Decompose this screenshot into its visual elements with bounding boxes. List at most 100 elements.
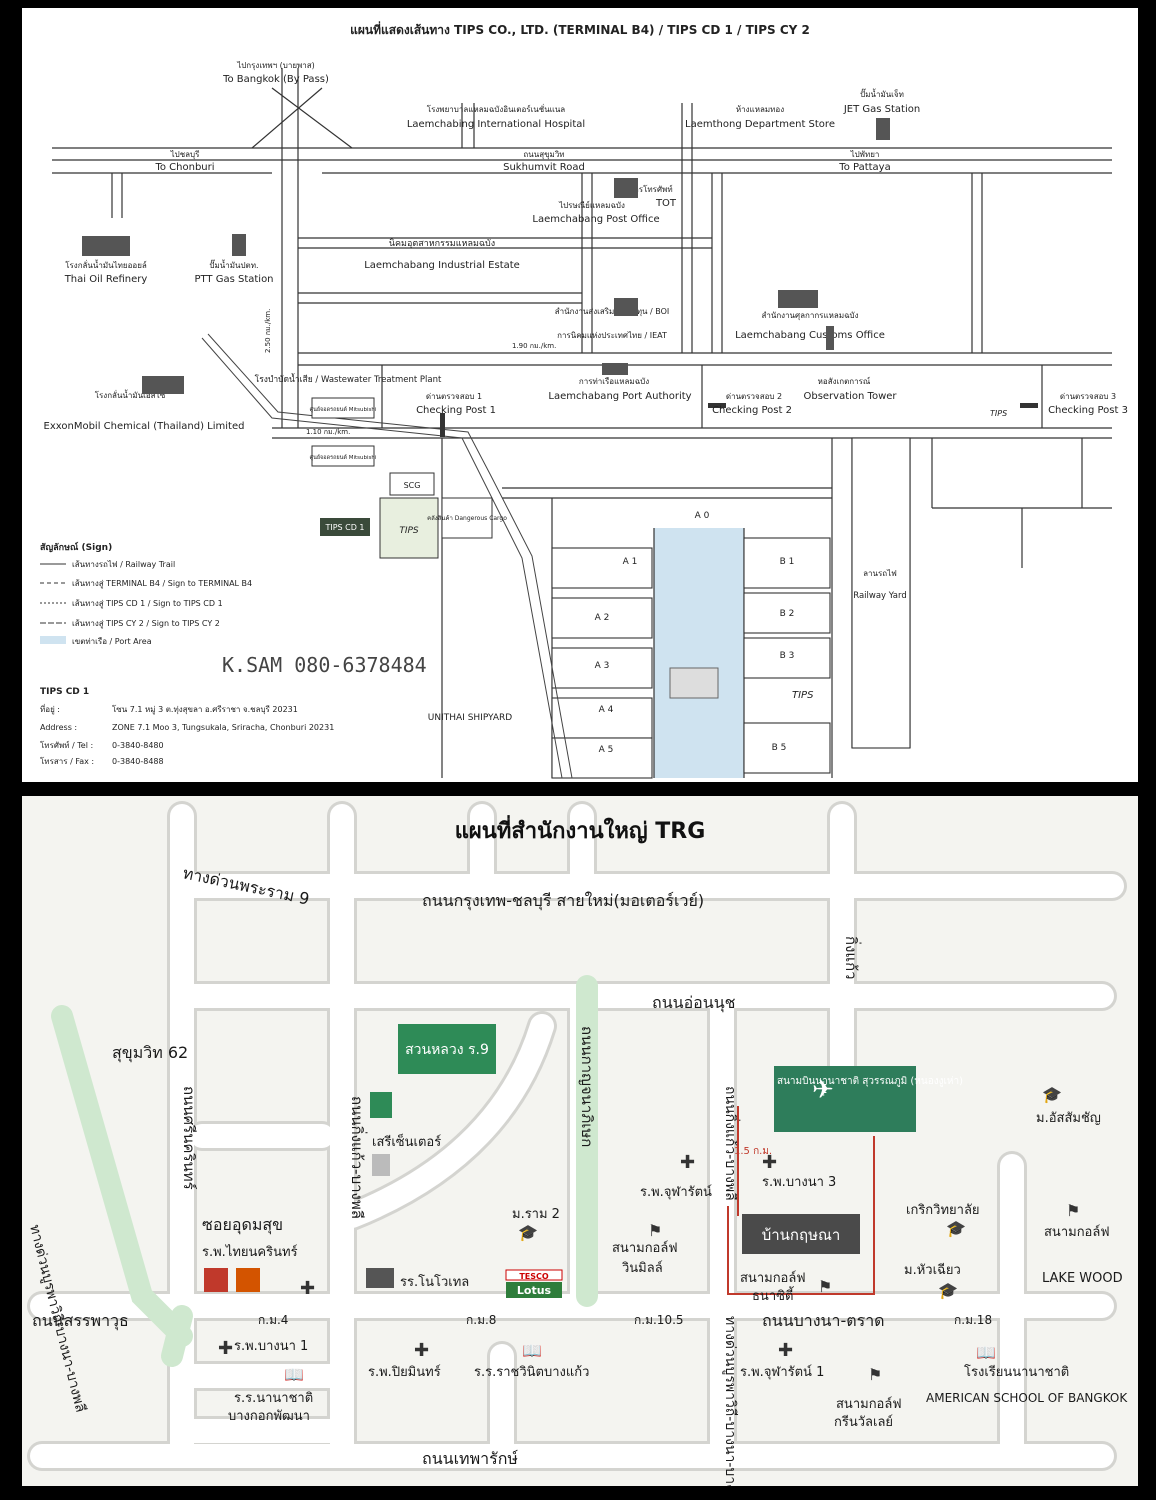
tips-cd1-marker: [320, 518, 370, 536]
shopping-bag-icon: [372, 1154, 390, 1176]
label-cp3-th: ด่านตรวจสอบ 3: [1060, 392, 1116, 401]
port-area: [654, 528, 744, 778]
label-tot-th: องค์การโทรศัพท์: [615, 184, 672, 194]
lotus-label: Lotus: [517, 1284, 552, 1297]
label-wastewater: โรงบำบัดน้ำเสีย / Wastewater Treatment P…: [255, 373, 442, 385]
route-red-line: [727, 1136, 875, 1295]
km-18: ก.ม.18: [954, 1313, 992, 1327]
tips-b4-logo: TIPS: [792, 690, 814, 701]
label-pattaya: To Pattaya: [838, 162, 890, 173]
label-authority: Laemchabang Port Authority: [548, 391, 691, 402]
label-dept: Laemthong Department Store: [685, 119, 835, 130]
label-hospital-th: โรงพยาบาลแหลมฉบังอินเตอร์เนชั่นแนล: [427, 103, 565, 114]
label-sukhumvit-th: ถนนสุขุมวิท: [523, 150, 564, 159]
misc-icons: ⚑ ⚑ ⚑ ⚑ 🎓 🎓 🎓 🎓 📖 📖 📖: [284, 1085, 1080, 1384]
label-intl-school-th: โรงเรียนนานาชาติ: [964, 1364, 1069, 1380]
berth-a4: A 4: [599, 705, 614, 715]
tower-icon: [826, 326, 834, 350]
trg-office-map: แผนที่สำนักงานใหญ่ TRG ทางด่วนพระราม 9 ถ…: [22, 796, 1138, 1486]
label-exxon: ExxonMobil Chemical (Thailand) Limited: [44, 421, 245, 432]
label-golf-vinmin-a: สนามกอล์ฟ: [612, 1240, 678, 1256]
label-post: Laemchabang Post Office: [532, 214, 659, 225]
berth-a5: A 5: [599, 745, 614, 755]
book-icon-rachawinit: 📖: [522, 1341, 542, 1360]
golf-flag-icon-lakewood: ⚑: [1066, 1201, 1080, 1220]
contact-addr-th: โซน 7.1 หมู่ 3 ต.ทุ่งสุขลา อ.ศรีราชา จ.ช…: [112, 704, 298, 715]
berth-b2: B 2: [780, 609, 795, 619]
tips-b4-box: [669, 667, 719, 699]
label-railway-yard-th: ลานรถไฟ: [863, 569, 897, 578]
km-4: ก.ม.4: [258, 1313, 288, 1327]
exxon-refinery-icon: [142, 376, 184, 394]
label-authority-th: การท่าเรือแหลมฉบัง: [579, 377, 649, 386]
contact-title: TIPS CD 1: [40, 687, 89, 697]
label-lakewood: LAKE WOOD: [1042, 1271, 1123, 1286]
label-kerk: เกริกวิทยาลัย: [906, 1203, 980, 1218]
map2-title: แผนที่สำนักงานใหญ่ TRG: [455, 814, 706, 844]
label-tower-th: หอสังเกตการณ์: [818, 376, 871, 386]
label-golf-vinmin-b: วินมิลล์: [621, 1260, 662, 1276]
contact-block: TIPS CD 1 ที่อยู่ : โซน 7.1 หมู่ 3 ต.ทุ่…: [40, 687, 334, 766]
ship-icon: [602, 363, 628, 375]
label-chularat: ร.พ.จุฬารัตน์: [640, 1184, 712, 1200]
contact-fax-label: โทรสาร / Fax :: [40, 756, 94, 766]
label-assumption: ม.อัสสัมชัญ: [1036, 1111, 1101, 1126]
label-bkk-patana-b: บางกอกพัฒนา: [228, 1409, 310, 1424]
berths: [551, 437, 911, 779]
thainakarin-logo-2: [236, 1268, 260, 1292]
hospital-icon-chularat: ✚: [680, 1152, 695, 1173]
label-seacon: เสรีเซ็นเตอร์: [372, 1132, 441, 1150]
legend-rail: เส้นทางรถไฟ / Railway Trail: [72, 560, 175, 569]
distance-2: 1.90 กม./km.: [512, 342, 556, 350]
scg-label: SCG: [404, 481, 421, 490]
label-pattaya-th: ไปพัทยา: [850, 150, 880, 159]
hospital-icon-bangna3: ✚: [762, 1152, 777, 1173]
label-dept-th: ห้างแหลมทอง: [736, 105, 784, 114]
hospital-icon-piyamin: ✚: [414, 1340, 429, 1361]
contact-tel-label: โทรศัพท์ / Tel :: [40, 740, 93, 750]
green-roads: [51, 975, 598, 1367]
km-10-5: ก.ม.10.5: [634, 1313, 684, 1327]
mitsu2-label: ศูนย์จอดรถยนต์ Mitsubishi: [310, 454, 377, 461]
label-tot: TOT: [655, 198, 677, 209]
label-post-th: ไปรษณีย์แหลมฉบัง: [558, 200, 625, 210]
road-sanphawut: ถนนสรรพาวุธ: [32, 1311, 129, 1331]
label-thaioil: Thai Oil Refinery: [64, 274, 148, 285]
airport-label: สนามบินนานาชาติ สุวรรณภูมิ (หนองงูเห่า): [777, 1076, 963, 1087]
label-ram2: ม.ราม 2: [512, 1207, 560, 1222]
label-thaioil-th: โรงกลั่นน้ำมันไทยออยล์: [65, 259, 147, 270]
airport-sign: [774, 1066, 916, 1132]
legend: สัญลักษณ์ (Sign) เส้นทางรถไฟ / Railway T…: [40, 541, 252, 646]
label-rachawinit: ร.ร.ราชวินิตบางแก้ว: [474, 1365, 589, 1380]
label-thainakarin: ร.พ.ไทยนครินทร์: [202, 1244, 298, 1260]
label-boi: สำนักงานส่งเสริมการลงทุน / BOI: [555, 307, 670, 316]
checkpost-bar-1: [440, 413, 445, 437]
label-golf-thani-b: ธนาซิตี้: [752, 1286, 795, 1304]
label-bangkok-th: ไปกรุงเทพฯ (บายพาส): [236, 61, 315, 70]
road-sukhumvit62: สุขุมวิท 62: [112, 1043, 188, 1063]
contact-addr-th-label: ที่อยู่ :: [40, 703, 60, 715]
suanluang-sign: [398, 1024, 496, 1074]
legend-port: เขตท่าเรือ / Port Area: [72, 637, 152, 646]
legend-cd1: เส้นทางสู่ TIPS CD 1 / Sign to TIPS CD 1: [72, 599, 223, 609]
distance-1: 2.50 กม./km.: [264, 309, 272, 353]
label-jet-th: ปั๊มน้ำมันเจ็ท: [860, 88, 904, 99]
label-chonburi: To Chonburi: [154, 162, 214, 173]
label-sukhumvit: Sukhumvit Road: [503, 162, 585, 173]
label-bkk-patana-a: ร.ร.นานาชาติ: [234, 1391, 313, 1406]
road-kingkaew-bangphli: ถนนกิ่งแก้ว-บางพลี: [722, 1086, 740, 1201]
trg-map-svg: แผนที่สำนักงานใหญ่ TRG ทางด่วนพระราม 9 ถ…: [26, 801, 1128, 1486]
golf-flag-icon-thani: ⚑: [818, 1277, 832, 1296]
label-tower: Observation Tower: [803, 391, 897, 402]
gas-station-icon: [232, 234, 246, 256]
berth-b3: B 3: [780, 651, 795, 661]
novotel-logo: [366, 1268, 394, 1288]
tesco-label: TESCO: [519, 1272, 549, 1281]
dangerous-cargo-label: คลังสินค้า Dangerous Cargo: [427, 515, 507, 522]
jet-station-icon: [876, 118, 890, 140]
label-exxon-th: โรงกลั่นน้ำมันเอสโซ่: [95, 389, 166, 400]
label-bangkok: To Bangkok (By Pass): [222, 74, 329, 85]
label-estate-th: นิคมอุตสาหกรรมแหลมฉบัง: [389, 238, 495, 249]
label-ieat: การนิคมแห่งประเทศไทย / IEAT: [557, 331, 667, 340]
label-bangna3: ร.พ.บางนา 3: [762, 1175, 836, 1190]
